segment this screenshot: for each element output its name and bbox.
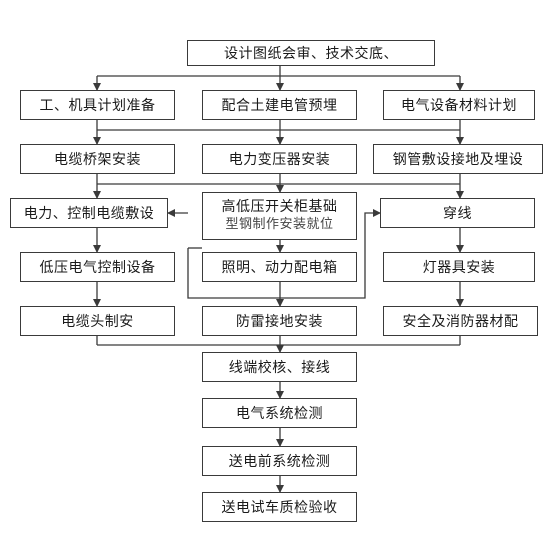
node-switchgear-line1: 高低压开关柜基础 <box>221 199 338 215</box>
node-lv-control: 低压电气控制设备 <box>20 252 175 282</box>
node-conduit-embed: 配合土建电管预埋 <box>202 90 357 120</box>
node-acceptance: 送电试车质检验收 <box>202 492 357 522</box>
node-cable-head: 电缆头制安 <box>20 306 175 336</box>
node-material-plan: 电气设备材料计划 <box>383 90 535 120</box>
node-pre-power-test: 送电前系统检测 <box>202 446 357 476</box>
node-transformer: 电力变压器安装 <box>202 144 357 174</box>
connector <box>187 209 381 299</box>
node-tools-prep: 工、机具计划准备 <box>20 90 175 120</box>
node-terminal: 线端校核、接线 <box>202 352 357 382</box>
node-fire-safety: 安全及消防器材配 <box>383 306 538 336</box>
node-system-test: 电气系统检测 <box>202 398 357 428</box>
node-switchgear-line2: 型钢制作安装就位 <box>225 217 334 232</box>
node-cable-tray: 电缆桥架安装 <box>20 144 175 174</box>
node-switchgear: 高低压开关柜基础 型钢制作安装就位 <box>202 192 357 240</box>
node-lamps: 灯器具安装 <box>383 252 535 282</box>
node-steel-pipe: 钢管敷设接地及埋设 <box>373 144 543 174</box>
node-lightning: 防雷接地安装 <box>202 306 357 336</box>
node-drawing-review: 设计图纸会审、技术交底、 <box>187 40 435 66</box>
node-lighting-box: 照明、动力配电箱 <box>202 252 357 282</box>
node-threading: 穿线 <box>380 198 535 228</box>
node-cable-laying: 电力、控制电缆敷设 <box>10 198 168 228</box>
